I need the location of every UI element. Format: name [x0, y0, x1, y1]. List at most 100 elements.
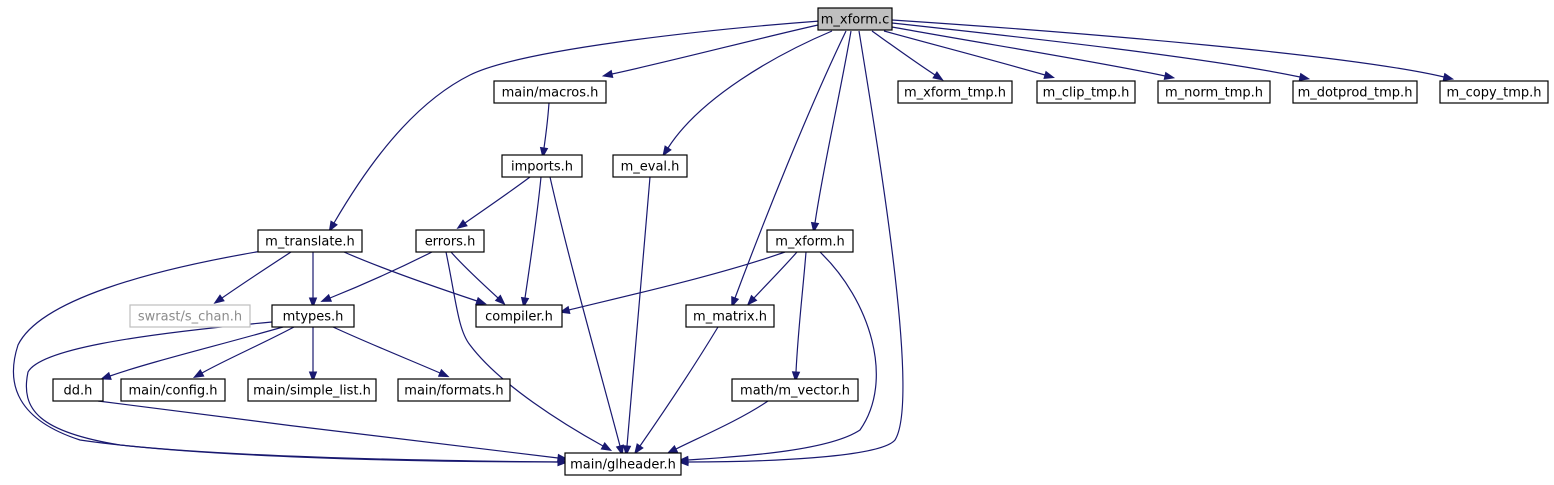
node-label: dd.h [64, 384, 93, 399]
node-box [120, 378, 226, 402]
node-label: errors.h [425, 235, 476, 250]
edge-imports-h-to-main-glheader-h [549, 176, 624, 457]
edge-m-xform-c-to-m-clip-tmp-h [883, 30, 1055, 79]
edge-mtypes-h-to-main-simple-list-h [308, 327, 318, 383]
edge-m-xform-h-to-m-matrix-h [746, 251, 798, 306]
node-label: m_eval.h [621, 160, 680, 175]
node-label: m_matrix.h [693, 310, 767, 325]
node-main-formats-h[interactable]: main/formats.h [397, 378, 511, 402]
node-mtypes-h[interactable]: mtypes.h [271, 304, 355, 328]
node-m-matrix-h[interactable]: m_matrix.h [685, 304, 775, 328]
edge-errors-h-to-mtypes-h [320, 251, 433, 302]
edge-dd-h-to-main-glheader-h [97, 400, 569, 463]
node-label: m_xform.c [821, 13, 889, 28]
node-m-dotprod-tmp-h[interactable]: m_dotprod_tmp.h [1292, 80, 1418, 104]
edge-m-translate-h-to-swrast-s-chan-h [213, 251, 292, 304]
node-box [52, 378, 104, 402]
node-m-xform-c[interactable]: m_xform.c [817, 7, 893, 31]
dependency-edges [12, 19, 1455, 467]
edge-m-translate-h-to-mtypes-h [308, 252, 318, 309]
edge-errors-h-to-main-glheader-h [445, 251, 613, 452]
edge-imports-h-to-compiler-h [520, 176, 542, 309]
edge-m-xform-c-to-m-matrix-h [731, 30, 847, 308]
node-box [475, 304, 563, 328]
edge-imports-h-to-errors-h [456, 176, 531, 229]
node-label: m_xform_tmp.h [904, 86, 1006, 101]
node-main-macros-h[interactable]: main/macros.h [493, 80, 607, 104]
node-box [685, 304, 775, 328]
node-label: m_xform.h [775, 235, 845, 250]
node-box [247, 378, 377, 402]
node-label: m_dotprod_tmp.h [1298, 86, 1413, 101]
node-compiler-h[interactable]: compiler.h [475, 304, 563, 328]
node-box [397, 378, 511, 402]
node-main-config-h[interactable]: main/config.h [120, 378, 226, 402]
edge-m-matrix-h-to-main-glheader-h [634, 326, 719, 455]
node-label: main/formats.h [404, 384, 503, 399]
node-box [731, 378, 859, 402]
node-label: math/m_vector.h [740, 384, 850, 399]
edge-errors-h-to-compiler-h [450, 251, 506, 306]
node-box [501, 154, 583, 178]
node-swrast-s-chan-h[interactable]: swrast/s_chan.h [129, 304, 251, 328]
node-label: main/glheader.h [570, 458, 676, 473]
edge-m-translate-h-to-main-glheader-h [12, 250, 569, 467]
edge-m-xform-c-to-m-dotprod-tmp-h [891, 22, 1311, 82]
edge-m-xform-c-to-m-translate-h [328, 20, 821, 232]
edge-mtypes-h-to-dd-h [100, 326, 284, 380]
node-label: compiler.h [485, 310, 553, 325]
edge-mtypes-h-to-main-formats-h [332, 326, 450, 378]
node-label: m_norm_tmp.h [1165, 86, 1263, 101]
node-box [129, 304, 251, 328]
edge-m-xform-c-to-m-eval-h [662, 30, 833, 157]
node-label: main/macros.h [502, 86, 599, 101]
node-label: main/config.h [128, 384, 217, 399]
edge-m-xform-h-to-main-glheader-h [677, 251, 877, 465]
node-box [1157, 80, 1271, 104]
node-box [897, 80, 1013, 104]
edge-m-xform-h-to-math-m-vector-h [791, 251, 807, 383]
node-box [564, 452, 682, 476]
edge-main-macros-h-to-imports-h [539, 102, 550, 159]
node-m-xform-h[interactable]: m_xform.h [766, 229, 854, 253]
edge-m-eval-h-to-main-glheader-h [622, 176, 651, 457]
node-m-eval-h[interactable]: m_eval.h [612, 154, 688, 178]
node-label: imports.h [511, 160, 573, 175]
edge-m-xform-h-to-compiler-h [558, 251, 786, 314]
node-label: m_clip_tmp.h [1043, 86, 1130, 101]
node-box [271, 304, 355, 328]
node-label: swrast/s_chan.h [138, 310, 242, 325]
node-label: mtypes.h [283, 310, 344, 325]
node-main-simple-list-h[interactable]: main/simple_list.h [247, 378, 377, 402]
node-box [766, 229, 854, 253]
edge-math-m-vector-h-to-main-glheader-h [666, 400, 769, 454]
node-box [1292, 80, 1418, 104]
node-box [493, 80, 607, 104]
node-box [1036, 80, 1136, 104]
node-box [415, 229, 485, 253]
edge-m-xform-c-to-m-xform-tmp-h [871, 30, 944, 81]
node-imports-h[interactable]: imports.h [501, 154, 583, 178]
node-dd-h[interactable]: dd.h [52, 378, 104, 402]
node-math-m-vector-h[interactable]: math/m_vector.h [731, 378, 859, 402]
node-m-norm-tmp-h[interactable]: m_norm_tmp.h [1157, 80, 1271, 104]
node-box [612, 154, 688, 178]
node-m-copy-tmp-h[interactable]: m_copy_tmp.h [1439, 80, 1549, 104]
node-box [1439, 80, 1549, 104]
edge-m-xform-c-to-m-norm-tmp-h [891, 26, 1176, 81]
node-errors-h[interactable]: errors.h [415, 229, 485, 253]
node-box [257, 229, 363, 253]
node-label: m_translate.h [265, 235, 355, 250]
edge-m-xform-c-to-m-copy-tmp-h [891, 19, 1455, 82]
node-m-xform-tmp-h[interactable]: m_xform_tmp.h [897, 80, 1013, 104]
node-main-glheader-h[interactable]: main/glheader.h [564, 452, 682, 476]
node-m-translate-h[interactable]: m_translate.h [257, 229, 363, 253]
edge-m-xform-c-to-main-macros-h [601, 24, 819, 79]
edge-mtypes-h-to-main-config-h [192, 326, 295, 379]
node-label: main/simple_list.h [253, 384, 371, 399]
node-m-clip-tmp-h[interactable]: m_clip_tmp.h [1036, 80, 1136, 104]
edge-m-translate-h-to-compiler-h [343, 251, 487, 305]
node-box [817, 7, 893, 31]
